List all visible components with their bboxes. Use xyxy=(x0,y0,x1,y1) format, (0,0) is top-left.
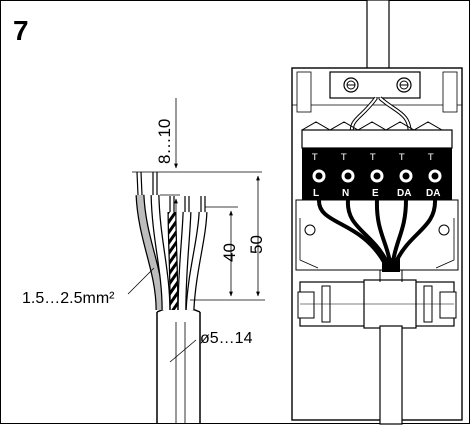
terminal-label-DA-2: DA xyxy=(426,188,440,199)
conductor-size-label: 1.5…2.5mm² xyxy=(22,290,115,307)
clamp-screw-left xyxy=(343,77,359,93)
upper-cable xyxy=(366,0,390,71)
terminal-label-L: L xyxy=(313,188,319,199)
conductor-earth xyxy=(167,196,179,311)
terminal-DA-1: T DA xyxy=(397,153,414,199)
svg-text:T: T xyxy=(311,153,318,163)
svg-text:T: T xyxy=(427,153,434,163)
terminal-DA-2: T DA xyxy=(426,153,443,199)
conductor-size-callout: 1.5…2.5mm² xyxy=(22,267,155,307)
terminal-assembly: T L T N T E T DA xyxy=(291,0,463,425)
cable-sheath xyxy=(156,312,201,424)
cable-diameter-label: ø5…14 xyxy=(200,330,253,347)
terminal-N: T N xyxy=(340,153,356,199)
terminal-label-N: N xyxy=(342,188,349,199)
terminal-block: T L T N T E T DA xyxy=(301,121,453,200)
svg-text:T: T xyxy=(340,153,347,163)
step-number: 7 xyxy=(13,15,29,46)
strip-length-dimension: 8…10 xyxy=(132,98,262,215)
svg-text:T: T xyxy=(369,153,376,163)
lower-cable xyxy=(379,325,403,425)
terminal-label-DA-1: DA xyxy=(397,188,411,199)
cable-preparation: 8…10 50 40 1.5…2.5mm² ø5…14 xyxy=(22,98,266,424)
terminal-E: T E xyxy=(369,153,385,199)
svg-text:T: T xyxy=(398,153,405,163)
cable-clamp xyxy=(297,279,457,329)
outer-length-label: 50 xyxy=(247,235,266,254)
inner-length-dimension: 40 xyxy=(205,206,239,297)
conductor-4 xyxy=(177,196,192,311)
connected-wires xyxy=(316,198,438,264)
conductor-1 xyxy=(135,171,165,311)
strip-length-label: 8…10 xyxy=(155,119,174,164)
conductor-5 xyxy=(185,196,208,311)
conductor-2 xyxy=(150,172,171,311)
outer-length-dimension: 50 xyxy=(190,175,266,301)
clamp-screw-right xyxy=(396,77,412,93)
terminal-L: T L xyxy=(311,153,327,199)
terminal-label-E: E xyxy=(372,188,379,199)
inner-length-label: 40 xyxy=(220,243,239,262)
cable-diameter-callout: ø5…14 xyxy=(169,330,253,363)
